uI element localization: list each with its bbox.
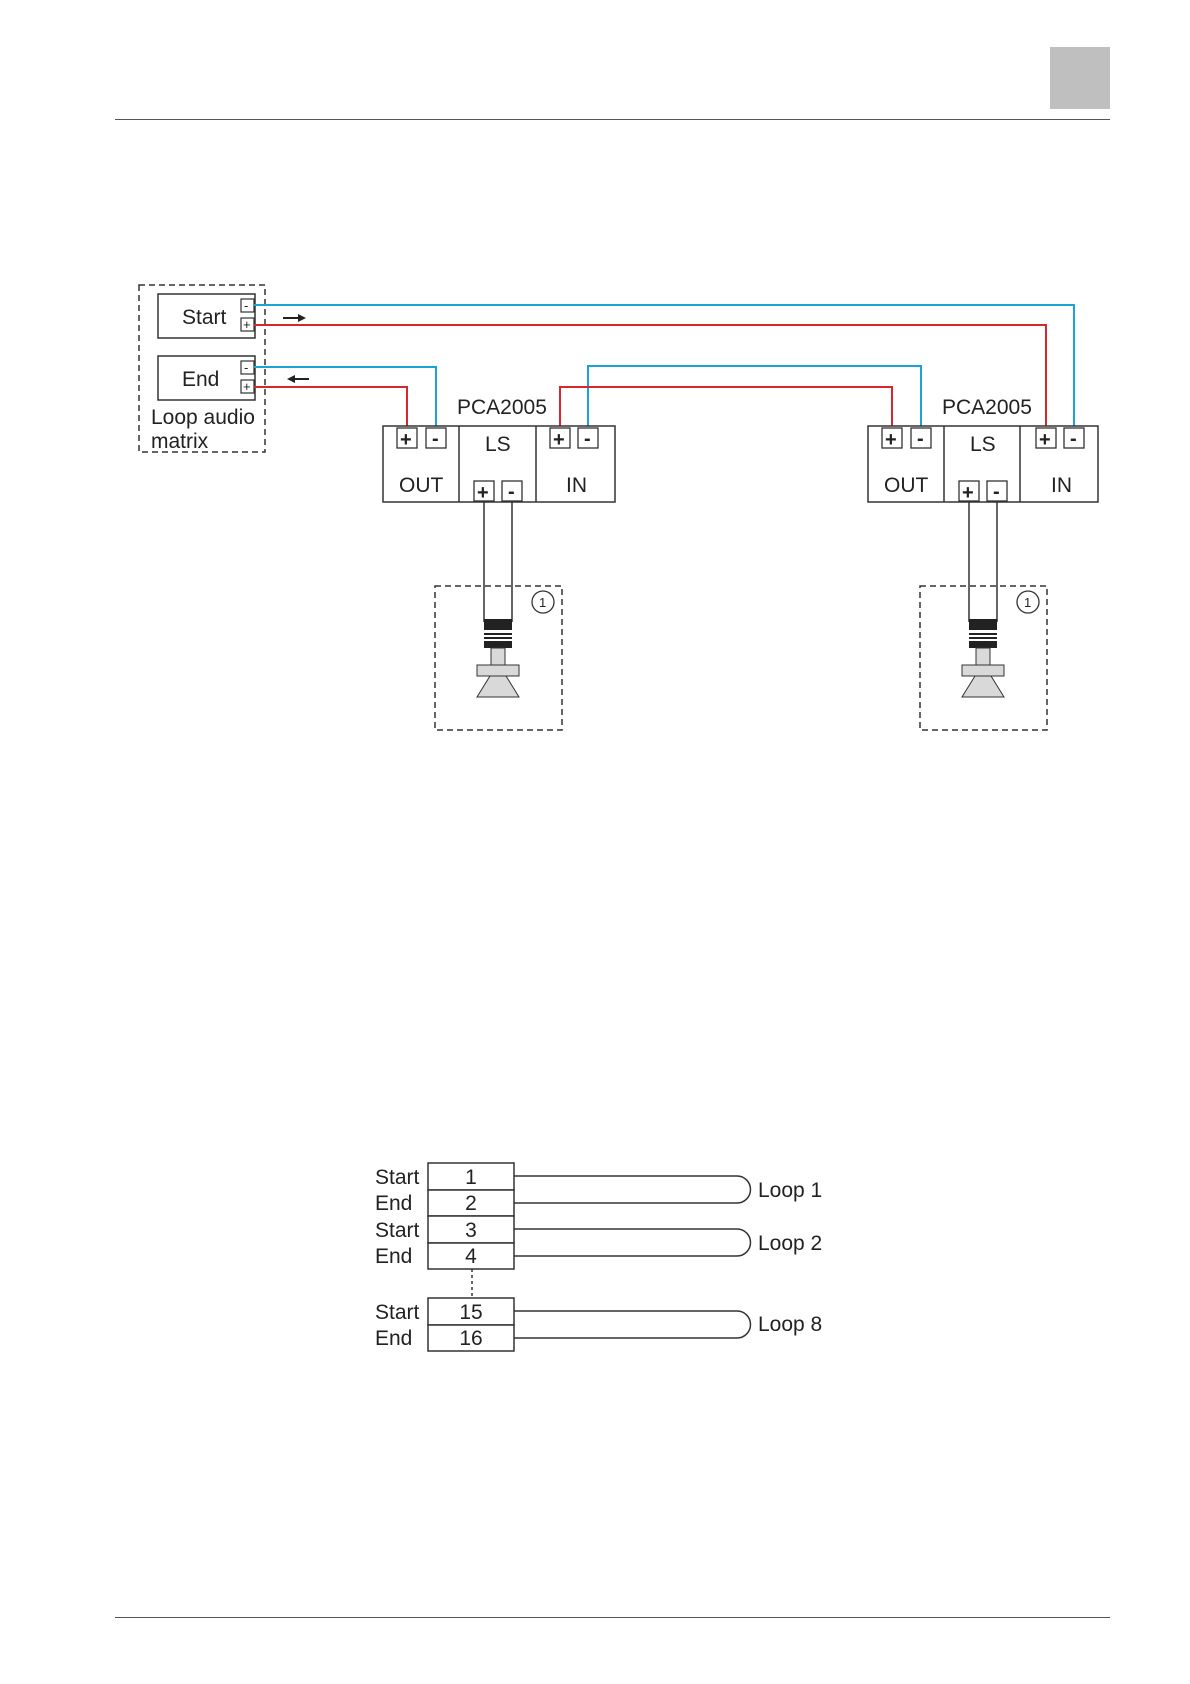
module1-out-minus-sign: - xyxy=(432,428,439,450)
pca-module-1: PCA2005 + - OUT LS + - + - IN xyxy=(383,396,615,730)
loop-audio-matrix: Start - + End - + Loop audio matrix xyxy=(139,285,309,453)
terminal-side-label: End xyxy=(375,1245,412,1268)
red-wire-end-to-module1-out xyxy=(254,387,407,428)
end-plus-sign: + xyxy=(243,379,251,394)
terminal-number: 15 xyxy=(459,1301,482,1324)
module1-model-label: PCA2005 xyxy=(457,396,547,419)
end-minus-sign: - xyxy=(244,360,248,375)
terminal-number: 1 xyxy=(465,1166,477,1189)
loudspeaker-icon xyxy=(962,619,1004,697)
module2-out-label: OUT xyxy=(884,474,929,497)
red-wire-module1-in-to-module2-out xyxy=(560,387,892,428)
terminal-side-label: End xyxy=(375,1327,412,1350)
module2-in-label: IN xyxy=(1051,474,1072,497)
module1-callout-number: 1 xyxy=(539,595,546,610)
matrix-caption-line1: Loop audio xyxy=(151,406,255,429)
blue-wire-module1-in-to-module2-out xyxy=(588,366,921,428)
module2-in-minus-sign: - xyxy=(1070,428,1077,450)
module2-model-label: PCA2005 xyxy=(942,396,1032,419)
module1-in-label: IN xyxy=(566,474,587,497)
loop-cable xyxy=(514,1176,751,1203)
module1-out-plus-sign: + xyxy=(400,429,412,451)
wiring-diagram: Start - + End - + Loop audio matrix xyxy=(139,285,1098,730)
start-minus-sign: - xyxy=(244,298,248,313)
loudspeaker-icon xyxy=(477,619,519,697)
loop-cable xyxy=(514,1229,751,1256)
terminal-side-label: Start xyxy=(375,1166,420,1189)
loop-cable xyxy=(514,1311,751,1338)
module1-ls-minus-sign: - xyxy=(508,481,515,503)
module2-out-minus-sign: - xyxy=(917,428,924,450)
matrix-caption-line2: matrix xyxy=(151,430,209,453)
arrow-left-icon xyxy=(287,375,309,383)
arrow-right-icon xyxy=(283,314,306,322)
terminal-side-label: Start xyxy=(375,1301,420,1324)
footer-rule xyxy=(115,1617,1110,1618)
matrix-start-label: Start xyxy=(182,306,227,329)
loop-label: Loop 8 xyxy=(758,1313,822,1336)
blue-wire-end-to-module1-out xyxy=(254,367,436,428)
red-wire-start-to-module2-in xyxy=(254,325,1046,428)
loop-terminal-diagram: Start End Start End Start End 1 2 3 4 15… xyxy=(375,1163,822,1351)
matrix-end-label: End xyxy=(182,368,219,391)
terminal-number: 4 xyxy=(465,1245,477,1268)
module2-ls-label: LS xyxy=(970,433,996,456)
module1-in-plus-sign: + xyxy=(553,429,565,451)
module1-in-minus-sign: - xyxy=(584,428,591,450)
terminal-side-label: Start xyxy=(375,1219,420,1242)
terminal-number: 3 xyxy=(465,1219,477,1242)
loop-label: Loop 1 xyxy=(758,1179,822,1202)
module2-callout-number: 1 xyxy=(1024,595,1031,610)
module1-ls-label: LS xyxy=(485,433,511,456)
module2-ls-minus-sign: - xyxy=(993,481,1000,503)
loop-label: Loop 2 xyxy=(758,1232,822,1255)
module2-in-plus-sign: + xyxy=(1039,429,1051,451)
module1-ls-plus-sign: + xyxy=(477,482,489,504)
module2-out-plus-sign: + xyxy=(885,429,897,451)
terminal-side-label: End xyxy=(375,1192,412,1215)
terminal-number: 2 xyxy=(465,1192,477,1215)
start-plus-sign: + xyxy=(243,317,251,332)
pca-module-2: PCA2005 + - OUT LS + - + - IN xyxy=(868,396,1098,730)
module2-ls-plus-sign: + xyxy=(962,482,974,504)
terminal-number: 16 xyxy=(459,1327,482,1350)
module1-out-label: OUT xyxy=(399,474,444,497)
